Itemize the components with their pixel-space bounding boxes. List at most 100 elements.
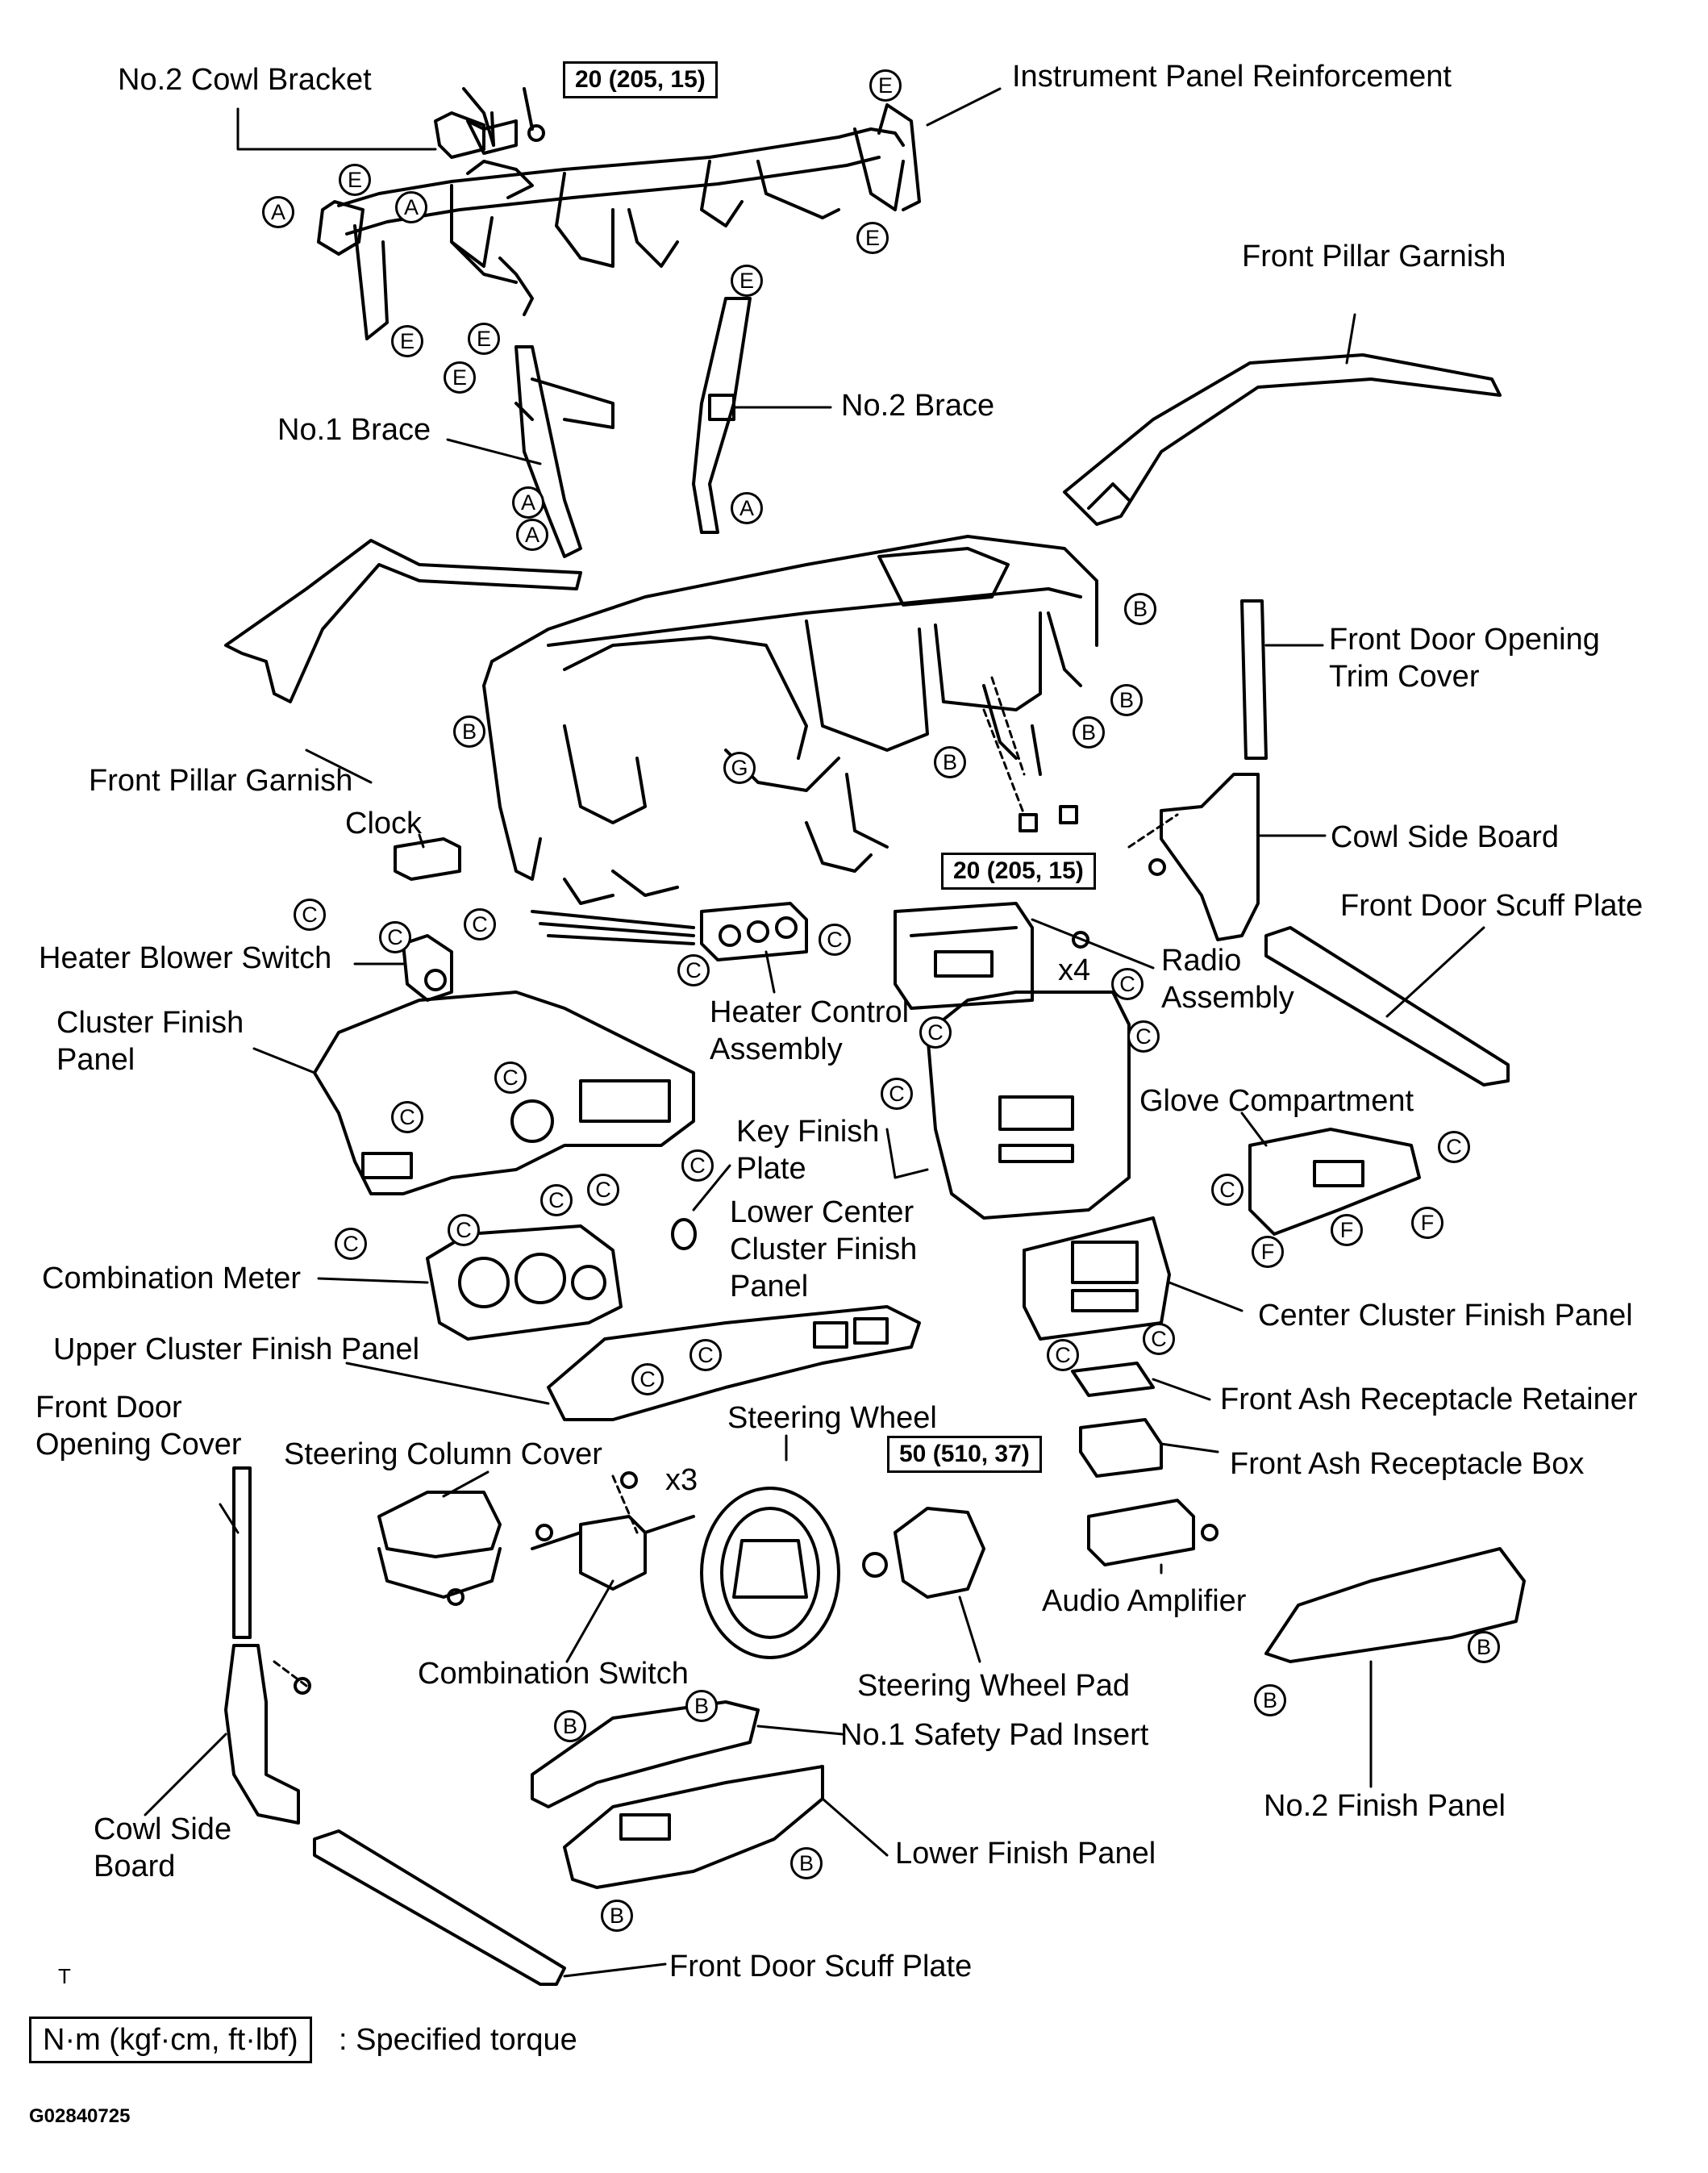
marker-a: A — [512, 486, 544, 519]
cluster-finish-panel-drawing — [313, 991, 695, 1195]
audio-amplifier-drawing — [1087, 1499, 1195, 1566]
label-steering-wheel: Steering Wheel — [727, 1401, 937, 1435]
key-finish-plate-drawing — [671, 1218, 697, 1250]
marker-g: G — [723, 752, 756, 784]
label-line: Panel — [56, 1043, 135, 1077]
label-lower-finish-panel: Lower Finish Panel — [895, 1837, 1156, 1871]
marker-f: F — [1411, 1207, 1443, 1239]
marker-c: C — [294, 899, 326, 931]
clock-drawing — [394, 837, 461, 881]
marker-a: A — [262, 196, 294, 228]
marker-b: B — [790, 1847, 823, 1879]
marker-e: E — [468, 323, 500, 355]
marker-c: C — [540, 1184, 573, 1216]
no2-finish-panel-drawing — [1264, 1547, 1526, 1663]
combination-meter-drawing — [426, 1224, 623, 1341]
label-line: Lower Center — [730, 1195, 914, 1229]
legend-torque-box: N·m (kgf·cm, ft·lbf) — [29, 2017, 312, 2063]
marker-f: F — [1252, 1236, 1284, 1268]
radio-assembly-drawing — [894, 902, 1034, 1010]
label-radio-assembly: Radio Assembly — [1161, 942, 1294, 1016]
label-front-ash-receptacle-box: Front Ash Receptacle Box — [1230, 1447, 1585, 1481]
label-line: Key Finish — [736, 1115, 880, 1149]
marker-c: C — [448, 1214, 480, 1246]
marker-c: C — [379, 921, 411, 953]
combination-switch-drawing — [531, 1515, 695, 1591]
cowl-bracket-drawing — [434, 87, 545, 159]
label-heater-control-assembly: Heater Control Assembly — [710, 994, 909, 1068]
door-opening-cover-drawing — [232, 1466, 252, 1639]
heater-control-drawing — [531, 902, 808, 961]
marker-b: B — [554, 1710, 586, 1742]
marker-c: C — [919, 1016, 952, 1049]
fastener-lines — [273, 676, 1179, 1687]
marker-c: C — [391, 1101, 423, 1133]
label-line: Cowl Side — [94, 1812, 232, 1846]
legend-torque-text: : Specified torque — [339, 2023, 577, 2057]
marker-c: C — [1211, 1174, 1244, 1206]
marker-b: B — [685, 1690, 718, 1722]
marker-b: B — [453, 715, 485, 748]
label-no2-cowl-bracket: No.2 Cowl Bracket — [118, 63, 372, 97]
marker-e: E — [391, 325, 423, 357]
label-center-cluster-finish-panel: Center Cluster Finish Panel — [1258, 1299, 1633, 1333]
label-cowl-side-board-left: Cowl Side Board — [94, 1811, 231, 1885]
label-steering-column-cover: Steering Column Cover — [284, 1437, 602, 1471]
lower-finish-panel-drawing — [563, 1765, 824, 1889]
label-line: Radio — [1161, 944, 1242, 978]
torque-box: 50 (510, 37) — [887, 1436, 1042, 1473]
marker-e: E — [856, 222, 889, 254]
marker-c: C — [494, 1061, 527, 1094]
scuff-plate-right-drawing — [1264, 926, 1510, 1086]
label-front-ash-receptacle-retainer: Front Ash Receptacle Retainer — [1220, 1383, 1638, 1416]
marker-e: E — [869, 69, 902, 102]
label-combination-switch: Combination Switch — [418, 1657, 689, 1691]
marker-b: B — [1073, 716, 1105, 749]
marker-c: C — [1438, 1131, 1470, 1163]
marker-e: E — [444, 361, 476, 394]
marker-e: E — [339, 164, 371, 196]
marker-c: C — [881, 1078, 913, 1110]
label-key-finish-plate: Key Finish Plate — [736, 1113, 879, 1187]
marker-c: C — [631, 1363, 664, 1395]
marker-e: E — [731, 265, 763, 297]
torque-box: 20 (205, 15) — [563, 61, 718, 98]
figure-code: G02840725 — [29, 2105, 131, 2127]
label-line: Plate — [736, 1152, 806, 1186]
label-steering-wheel-pad: Steering Wheel Pad — [857, 1669, 1130, 1703]
marker-b: B — [934, 746, 966, 778]
label-clock: Clock — [345, 807, 423, 840]
ash-receptacle-drawing — [1071, 1362, 1163, 1478]
marker-b: B — [1110, 684, 1143, 716]
marker-a: A — [395, 191, 427, 223]
marker-f: F — [1331, 1214, 1363, 1246]
label-x3: x3 — [665, 1463, 698, 1497]
label-heater-blower-switch: Heater Blower Switch — [39, 941, 332, 975]
label-x4: x4 — [1058, 953, 1091, 987]
heater-blower-switch-drawing — [402, 934, 453, 1002]
label-line: Front Door — [35, 1391, 182, 1424]
label-line: Board — [94, 1850, 176, 1883]
label-audio-amplifier: Audio Amplifier — [1042, 1584, 1247, 1618]
label-front-door-scuff-plate-left: Front Door Scuff Plate — [669, 1950, 973, 1983]
label-instrument-panel-reinforcement: Instrument Panel Reinforcement — [1012, 60, 1452, 94]
marker-b: B — [1468, 1631, 1500, 1663]
no1-brace-drawing — [514, 345, 614, 558]
t-mark: T — [58, 1964, 71, 1988]
label-front-pillar-garnish-left: Front Pillar Garnish — [89, 764, 353, 798]
label-line: Cluster Finish — [56, 1006, 244, 1040]
label-combination-meter: Combination Meter — [42, 1262, 302, 1295]
label-line: Assembly — [1161, 981, 1294, 1015]
marker-b: B — [1124, 593, 1156, 625]
safety-pad-insert-drawing — [531, 1700, 760, 1808]
marker-a: A — [731, 492, 763, 524]
label-line: Assembly — [710, 1032, 843, 1066]
label-front-door-scuff-plate-right: Front Door Scuff Plate — [1340, 889, 1643, 923]
label-line: Cluster Finish — [730, 1232, 918, 1266]
marker-c: C — [464, 908, 496, 941]
front-pillar-garnish-left-drawing — [224, 539, 582, 703]
marker-c: C — [1143, 1323, 1175, 1355]
marker-c: C — [677, 954, 710, 986]
label-no1-safety-pad-insert: No.1 Safety Pad Insert — [840, 1718, 1149, 1752]
